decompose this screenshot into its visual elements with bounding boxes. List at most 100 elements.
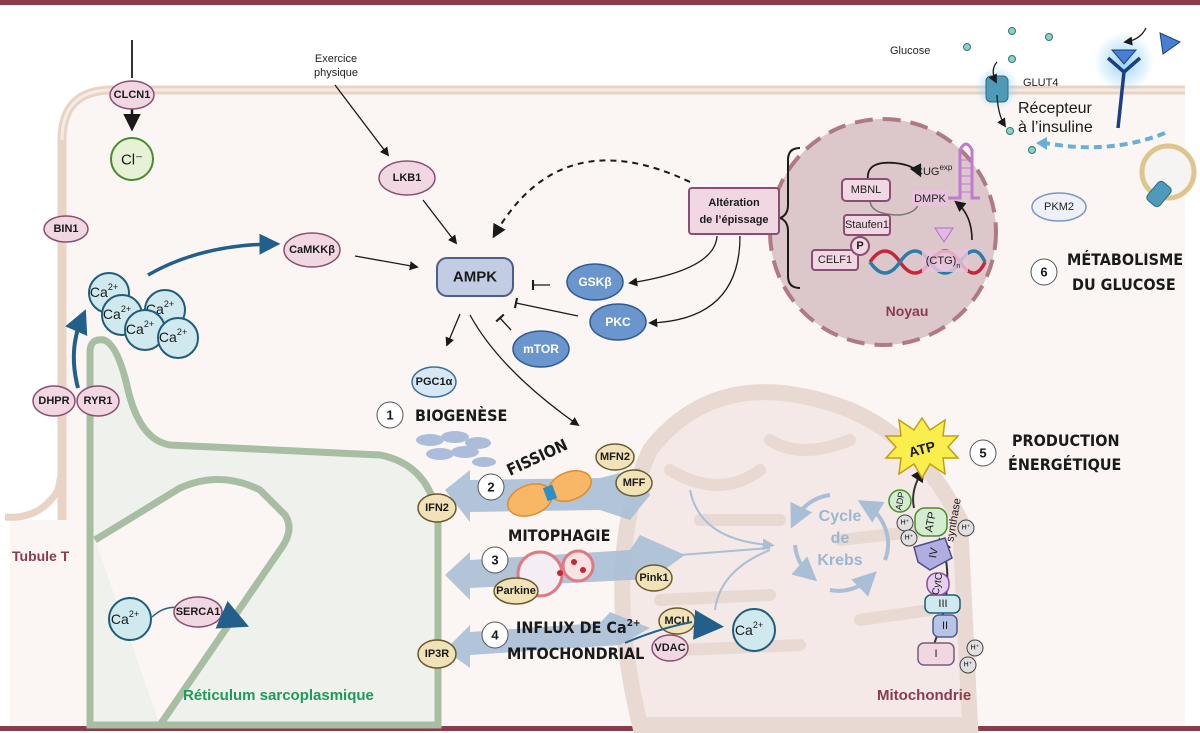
svg-text:Ca2+: Ca2+	[90, 282, 118, 300]
process-6-metabolisme: 6 MÉTABOLISME DU GLUCOSE	[1030, 250, 1183, 294]
mitochondria-label: Mitochondrie	[877, 687, 971, 704]
krebs-label-3: Krebs	[817, 552, 862, 569]
krebs-cycle: Cycle de Krebs	[790, 493, 891, 597]
splicing-label-1: Altération	[708, 197, 760, 209]
clcn1-label: CLCN1	[114, 89, 151, 101]
svg-text:III: III	[938, 598, 947, 610]
svg-text:2: 2	[487, 480, 494, 495]
calcium-ion: Ca2+	[124, 309, 166, 351]
chloride-ion	[110, 137, 154, 181]
pkc-inhibits-ampk	[513, 297, 579, 317]
calcium-cluster: Ca2+ Ca2+ Ca2+ Ca2+ Ca2+	[88, 272, 199, 359]
insulin-molecule	[1159, 32, 1182, 55]
parkine-label: Parkine	[496, 585, 536, 597]
dmpk-label: DMPK	[914, 193, 946, 205]
camkkb-label: CaMKKβ	[289, 244, 335, 256]
top-frame-bar	[0, 0, 1200, 5]
process-1-biogenese: 1 BIOGENÈSE	[376, 401, 507, 467]
serca-calcium-ion	[108, 597, 152, 641]
ampk-label: AMPK	[453, 269, 497, 286]
production-title-1: PRODUCTION	[1012, 431, 1120, 450]
svg-text:1: 1	[386, 408, 393, 423]
svg-text:H⁺: H⁺	[962, 524, 971, 532]
camkkb-node	[283, 232, 341, 268]
svg-text:H⁺: H⁺	[901, 519, 910, 527]
cytochrome-c	[926, 572, 950, 596]
ctg-repeat-label: (CTG)n	[926, 255, 961, 270]
mff-label: MFF	[623, 477, 646, 489]
splicing-to-ampk-dashed-arrow	[492, 159, 691, 239]
svg-text:IV: IV	[927, 546, 941, 559]
ampk-to-pgc1a-arrow	[445, 313, 461, 347]
adp-circle	[888, 489, 912, 513]
gskb-label: GSKβ	[578, 275, 611, 289]
lkb1-node	[378, 160, 436, 196]
exercise-label-2: physique	[314, 67, 358, 79]
biogenese-title: BIOGENÈSE	[415, 406, 507, 425]
gskb-node	[566, 263, 624, 301]
t-tubule-label: Tubule T	[12, 548, 70, 564]
process-5-production: 5 PRODUCTION ÉNERGÉTIQUE	[969, 431, 1121, 474]
svg-text:Ca2+: Ca2+	[103, 304, 131, 322]
pkm2-label: PKM2	[1044, 201, 1074, 213]
complex-iv	[913, 537, 953, 571]
calcium-to-camkkb-arrow	[147, 233, 281, 277]
exercise-arrow	[334, 84, 390, 157]
atp-synthase	[914, 507, 948, 537]
phospho-circle	[850, 236, 870, 256]
serca1-label: SERCA1	[176, 606, 221, 618]
krebs-label-1: Cycle	[819, 508, 862, 525]
svg-text:Ca2+: Ca2+	[111, 609, 139, 627]
mcu-calcium-arrow	[693, 609, 724, 640]
triangle-marker	[934, 227, 954, 243]
process-3-mitophagie: MITOPHAGIE 3	[481, 526, 610, 598]
process-4-influx: 4 INFLUX DE Ca2+ MITOCHONDRIAL	[481, 618, 644, 663]
ampk-to-mito-arrow	[469, 314, 580, 427]
phospho-label: P	[856, 240, 863, 252]
svg-text:CytC: CytC	[931, 572, 946, 596]
celf1-label: CELF1	[818, 254, 852, 266]
celf1-box	[811, 249, 859, 271]
nucleus-label: Noyau	[886, 303, 929, 319]
mtor-label: mTOR	[523, 342, 559, 356]
splicing-alteration-box	[688, 187, 780, 235]
metabolisme-title-1: MÉTABOLISME	[1067, 250, 1183, 269]
splicing-to-pkc-arrow	[648, 235, 741, 328]
svg-text:II: II	[942, 620, 948, 632]
clcn1-node	[109, 80, 155, 110]
svg-text:Ca2+: Ca2+	[735, 620, 763, 638]
vdac-label: VDAC	[654, 642, 685, 654]
dhpr-label: DHPR	[38, 395, 69, 407]
atp-label: ATP	[907, 438, 937, 460]
exercise-label-1: Exercice	[315, 53, 357, 65]
svg-text:H⁺: H⁺	[971, 644, 980, 652]
production-title-2: ÉNERGÉTIQUE	[1008, 455, 1121, 474]
to-krebs-arrow-2	[679, 547, 771, 556]
insulin-receptor-label-1: Récepteur	[1018, 100, 1092, 117]
svg-text:3: 3	[491, 553, 498, 568]
svg-text:ADP: ADP	[893, 491, 906, 511]
to-krebs-arrow	[689, 489, 775, 551]
mfn2-label: MFN2	[600, 451, 630, 463]
mtor-node	[512, 330, 570, 368]
ampk-node	[436, 257, 514, 297]
svg-text:Ca2+: Ca2+	[126, 319, 154, 337]
insulin-signal-dashed	[1044, 131, 1166, 150]
parkine-node	[493, 577, 539, 605]
svg-text:4: 4	[491, 628, 499, 643]
influx-title-1: INFLUX DE Ca2+	[516, 618, 641, 637]
glucose-label: Glucose	[890, 45, 930, 57]
mtor-inhibits-ampk	[495, 313, 512, 331]
pgc1a-label: PGC1α	[416, 376, 453, 388]
lkb1-to-ampk-arrow	[422, 199, 458, 245]
staufen1-label: Staufen1	[845, 219, 889, 231]
mfn2-node	[595, 443, 635, 471]
svg-text:6: 6	[1040, 265, 1047, 280]
splicing-to-gskb-arrow	[628, 235, 718, 287]
ryr1-label: RYR1	[84, 395, 113, 407]
bottom-frame-bar	[0, 726, 1200, 731]
ifn2-node	[417, 493, 457, 523]
glut4-vesicle	[1139, 143, 1197, 201]
metabolisme-title-2: DU GLUCOSE	[1072, 275, 1176, 294]
